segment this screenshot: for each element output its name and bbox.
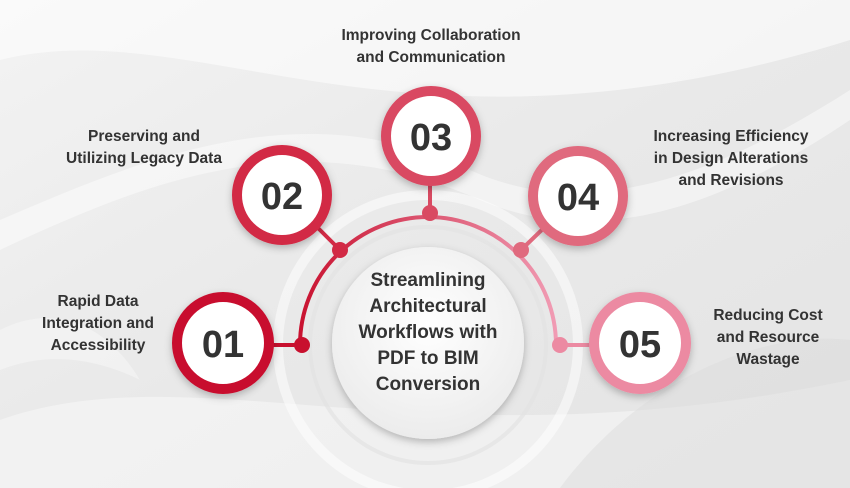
step-number-04: 04 <box>557 177 599 219</box>
center-circle <box>332 247 524 439</box>
dot-04 <box>513 242 529 258</box>
step-label-line: and Revisions <box>678 172 784 189</box>
step-04: 04 <box>528 146 628 246</box>
step-number-05: 05 <box>619 324 661 366</box>
arc-dots <box>294 205 568 353</box>
center-title: Streamlining Architectural Workflows wit… <box>330 268 526 398</box>
step-number-02: 02 <box>261 176 303 218</box>
step-label-line: Preserving and <box>88 128 200 145</box>
center-title-line: Conversion <box>375 374 481 395</box>
step-label-line: Accessibility <box>50 337 146 354</box>
dot-01 <box>294 337 310 353</box>
step-01: 01 <box>172 292 274 394</box>
step-05: 05 <box>589 292 691 394</box>
step-03: 03 <box>381 86 481 186</box>
step-02: 02 <box>232 145 332 245</box>
dot-05 <box>552 337 568 353</box>
step-label-line: Integration and <box>42 315 154 332</box>
step-label-05: Reducing Cost and Resource Wastage <box>696 305 840 371</box>
step-label-line: Reducing Cost <box>713 307 823 324</box>
step-label-line: Utilizing Legacy Data <box>66 150 222 167</box>
step-label-03: Improving Collaboration and Communicatio… <box>316 25 546 69</box>
step-label-line: Increasing Efficiency <box>653 128 809 145</box>
step-number-01: 01 <box>202 324 244 366</box>
step-label-line: Wastage <box>736 351 800 368</box>
center-title-line: Architectural <box>369 296 487 317</box>
dot-02 <box>332 242 348 258</box>
center-title-line: PDF to BIM <box>377 348 479 369</box>
dot-03 <box>422 205 438 221</box>
center-title-line: Streamlining <box>370 270 486 291</box>
step-label-04: Increasing Efficiency in Design Alterati… <box>616 126 846 192</box>
step-label-02: Preserving and Utilizing Legacy Data <box>36 126 252 170</box>
step-label-line: Rapid Data <box>57 293 139 310</box>
step-label-line: Improving Collaboration <box>341 27 521 44</box>
step-label-line: and Communication <box>356 49 506 66</box>
step-label-01: Rapid Data Integration and Accessibility <box>18 291 178 357</box>
step-number-03: 03 <box>410 117 452 159</box>
step-label-line: in Design Alterations <box>653 150 809 167</box>
center-title-line: Workflows with <box>358 322 498 343</box>
step-label-line: and Resource <box>716 329 820 346</box>
